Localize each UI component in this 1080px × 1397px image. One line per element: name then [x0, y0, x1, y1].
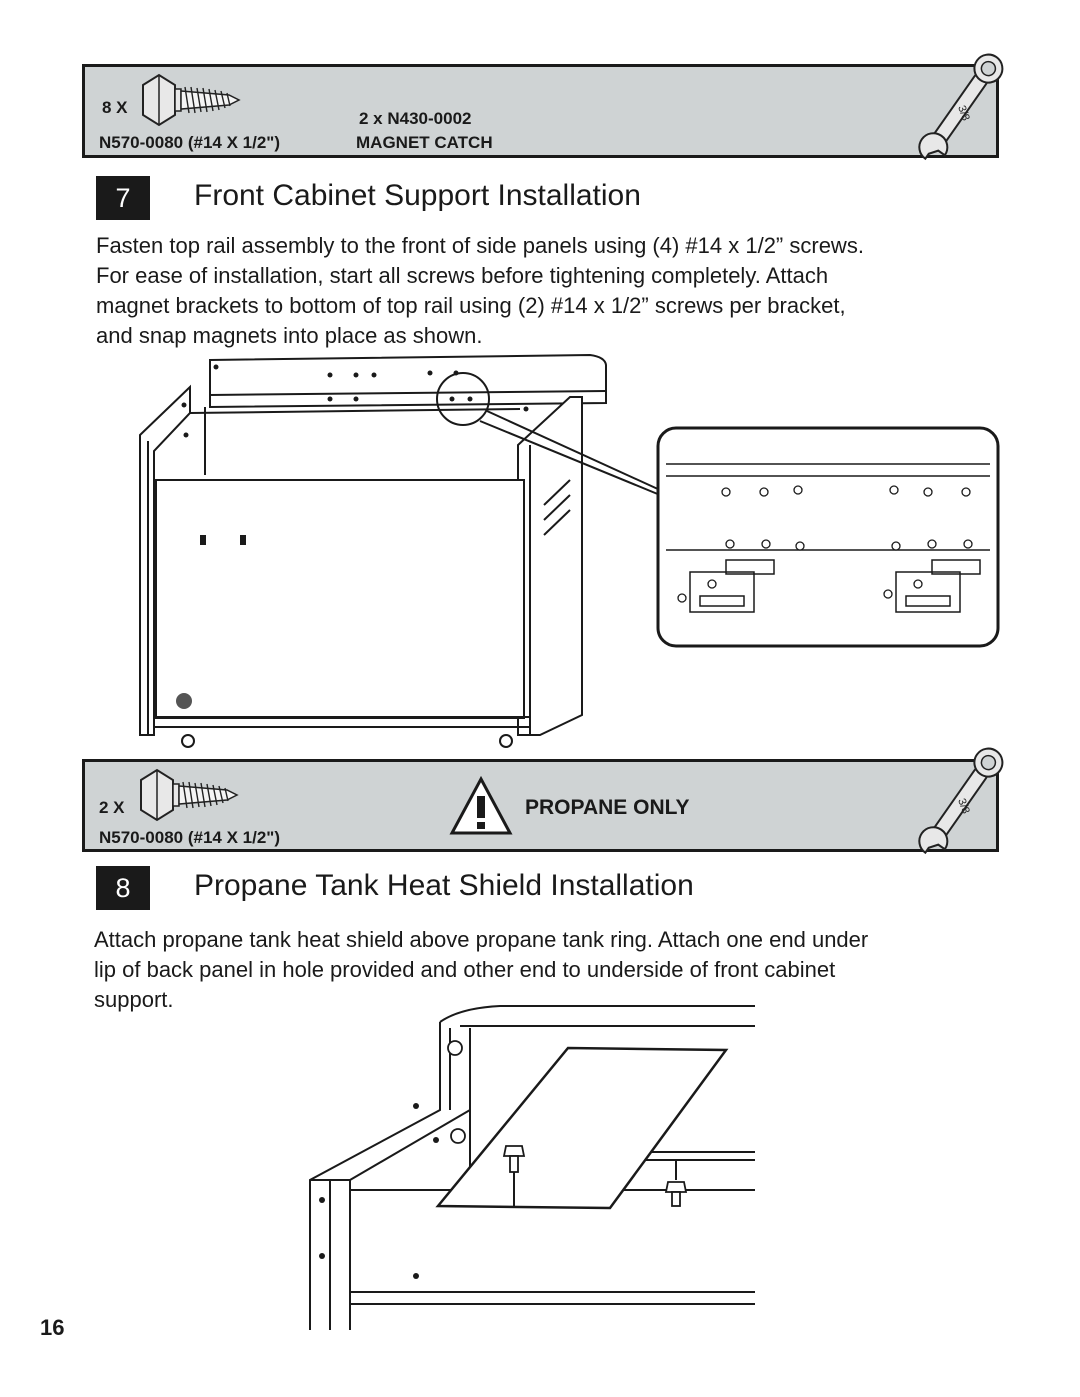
screw-quantity: 8 X [102, 98, 128, 117]
page-number: 16 [40, 1315, 65, 1340]
cabinet-assembly-illustration [139, 353, 661, 748]
wrench-size-label: 3/8 [955, 104, 972, 122]
step-title: Propane Tank Heat Shield Installation [194, 869, 694, 902]
step-title: Front Cabinet Support Installation [194, 179, 641, 212]
step-7-instructions: Fasten top rail assembly to the front of… [96, 231, 864, 351]
magnet-catch-quantity: 2 x N430-0002 [359, 109, 472, 128]
propane-only-warning: PROPANE ONLY [525, 796, 690, 819]
instruction-line: For ease of installation, start all scre… [96, 263, 829, 288]
hex-head-screw-icon [142, 73, 241, 127]
screw-part-number: N570-0080 (#14 X 1/2") [99, 828, 281, 847]
wrench-size-label: 3/8 [955, 797, 972, 815]
hex-head-screw-icon [140, 768, 239, 822]
hardware-box-step8: 2 X N570-0080 (#14 X 1/2") PROPANE ONLY … [82, 747, 1004, 855]
screw-quantity: 2 X [99, 798, 125, 817]
warning-triangle-icon [449, 775, 513, 835]
step-number: 8 [96, 866, 150, 910]
instruction-line: magnet brackets to bottom of top rail us… [96, 293, 846, 318]
hardware-box-step7: 8 X N570-0080 (#14 X 1/2") 2 x N430-0002… [82, 53, 1004, 161]
step-8-instructions: Attach propane tank heat shield above pr… [94, 925, 868, 1015]
magnet-bracket-detail-inset [656, 426, 1000, 648]
heat-shield-illustration [309, 1005, 755, 1330]
screw-part-number: N570-0080 (#14 X 1/2") [99, 133, 281, 152]
wrench-icon: 3/8 [918, 53, 1004, 161]
instruction-line: Attach propane tank heat shield above pr… [94, 927, 869, 952]
instruction-line: support. [94, 987, 174, 1012]
wrench-icon: 3/8 [918, 747, 1004, 855]
instruction-line: Fasten top rail assembly to the front of… [96, 233, 864, 258]
instruction-line: and snap magnets into place as shown. [96, 323, 483, 348]
magnet-catch-label: MAGNET CATCH [356, 133, 493, 152]
step-number: 7 [96, 176, 150, 220]
instruction-line: lip of back panel in hole provided and o… [94, 957, 836, 982]
